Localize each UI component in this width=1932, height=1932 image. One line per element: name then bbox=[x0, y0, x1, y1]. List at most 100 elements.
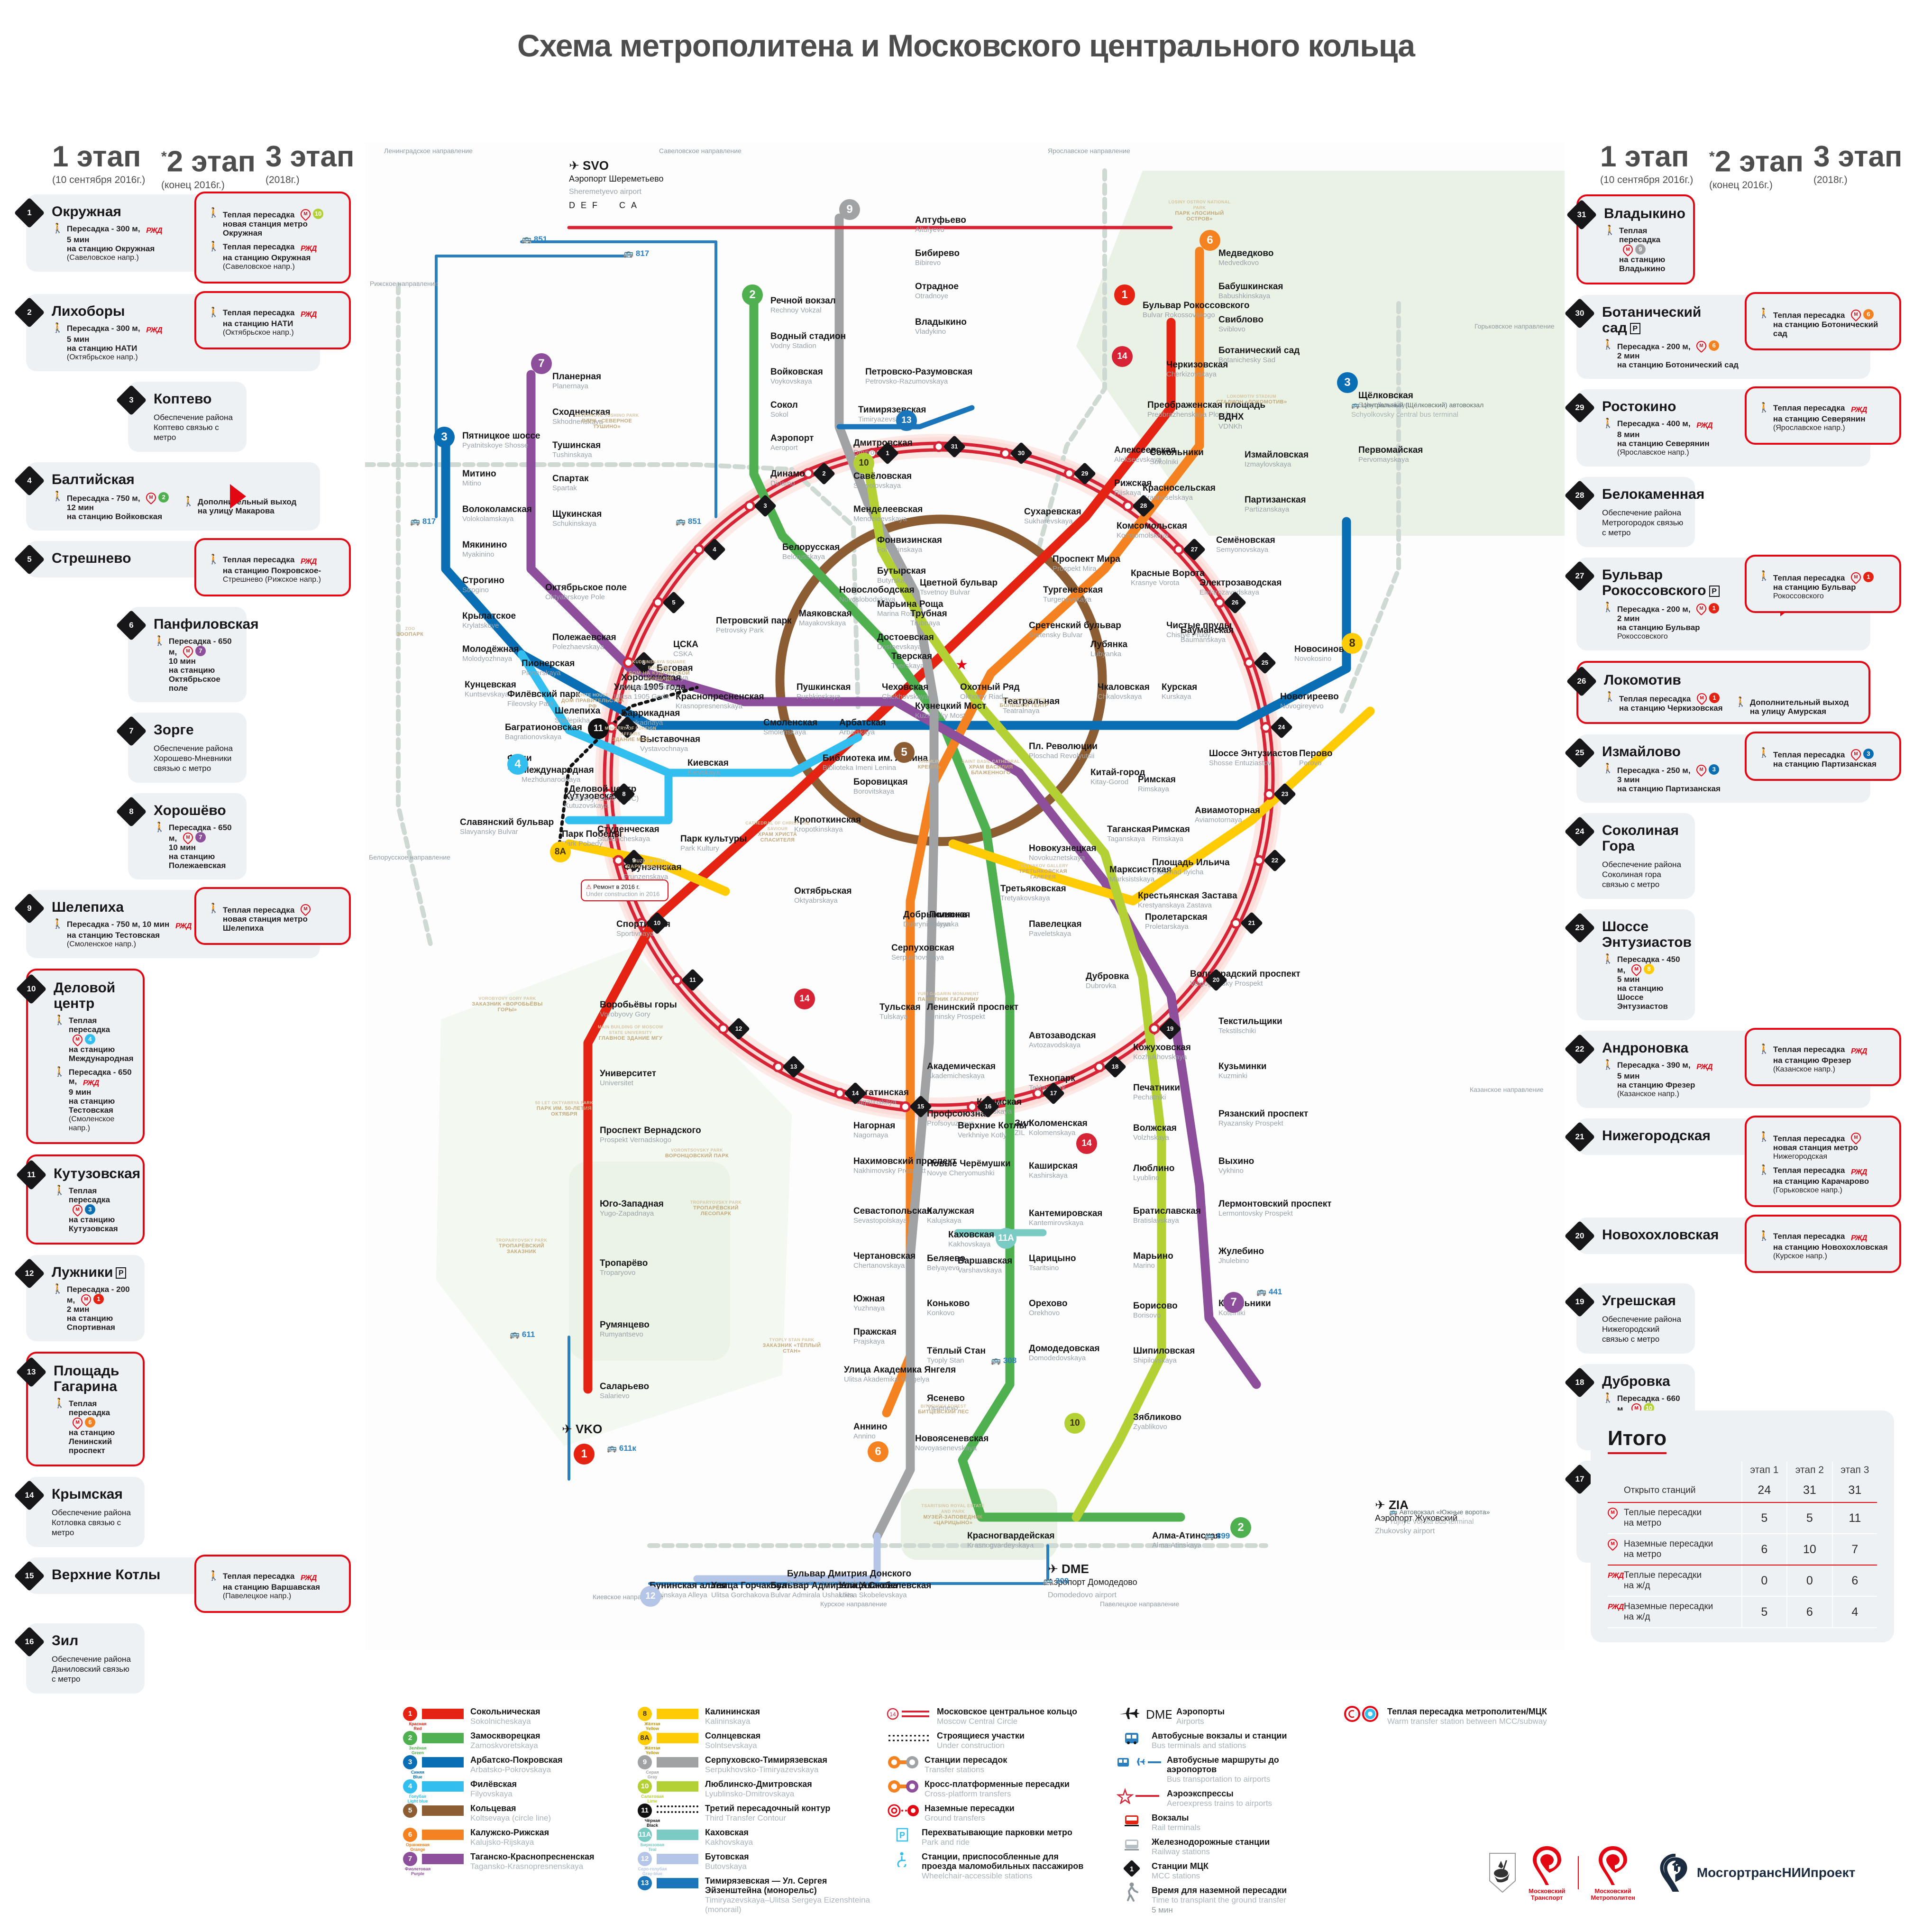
line-number-circle[interactable]: 6 bbox=[868, 1441, 888, 1462]
mcc-station-diamond[interactable]: 27 bbox=[1182, 538, 1206, 561]
line-number-circle[interactable]: 10 bbox=[1064, 1413, 1085, 1434]
stage3-card[interactable]: 🚶Теплая пересадка 6на станцию Ботоническ… bbox=[1745, 292, 1901, 350]
line-number-circle[interactable]: 14 bbox=[794, 989, 815, 1009]
line-number-circle[interactable]: 3 bbox=[1337, 372, 1358, 393]
line-number-circle[interactable]: 2 bbox=[1230, 1517, 1251, 1538]
line-number-circle[interactable]: 8 bbox=[1342, 633, 1363, 654]
line-number-circle[interactable]: 14 bbox=[1076, 1133, 1097, 1154]
bus-route-tag[interactable]: 🚌 851 bbox=[522, 235, 548, 244]
bus-route-tag[interactable]: 🚌 851 bbox=[676, 517, 702, 526]
line-number-circle[interactable]: 10 bbox=[853, 453, 874, 474]
line-number-circle[interactable]: 6 bbox=[1199, 230, 1220, 251]
mcc-station-diamond[interactable]: 5 bbox=[662, 591, 685, 614]
line-number-circle[interactable]: 12 bbox=[640, 1586, 661, 1607]
bus-route-tag[interactable]: 🚌 441 bbox=[1256, 1287, 1282, 1296]
line-number-circle[interactable]: 11 bbox=[588, 718, 609, 739]
